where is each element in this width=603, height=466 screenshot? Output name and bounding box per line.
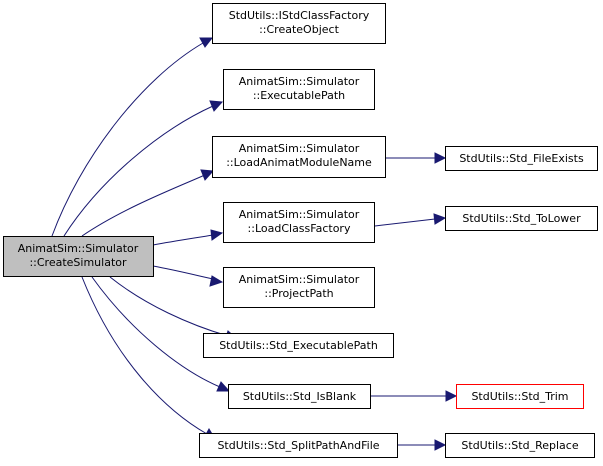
node-animatsim-simulator-loadanimatmodulename[interactable]: AnimatSim::Simulator ::LoadAnimatModuleN… — [212, 136, 386, 178]
arrowhead-load-animat-module-name — [200, 169, 215, 181]
arrowhead-std-trim — [445, 390, 458, 402]
edge-root-to-create-object — [51, 42, 204, 237]
node-line: AnimatSim::Simulator — [239, 273, 360, 286]
node-line: ::CreateObject — [259, 23, 339, 36]
arrowhead-create-object — [199, 37, 214, 48]
edge-load-class-factory-to-std-to-lower — [374, 218, 436, 227]
node-line: StdUtils::Std_Replace — [461, 439, 578, 452]
arrowhead-std-to-lower — [433, 213, 447, 225]
node-stdutils-std-replace[interactable]: StdUtils::Std_Replace — [445, 433, 595, 458]
arrowhead-executable-path — [209, 100, 224, 112]
node-line: StdUtils::Std_IsBlank — [243, 390, 357, 403]
edge-root-to-load-animat-module-name — [81, 174, 206, 237]
node-line: StdUtils::Std_ExecutablePath — [219, 339, 378, 352]
node-stdutils-std-isblank[interactable]: StdUtils::Std_IsBlank — [228, 384, 371, 409]
node-line: AnimatSim::Simulator — [18, 242, 139, 255]
node-stdutils-std-trim[interactable]: StdUtils::Std_Trim — [456, 384, 584, 409]
node-line: StdUtils::Std_Trim — [471, 390, 568, 403]
node-animatsim-simulator-loadclassfactory[interactable]: AnimatSim::Simulator ::LoadClassFactory — [223, 202, 375, 243]
node-stdutils-std-executablepath[interactable]: StdUtils::Std_ExecutablePath — [203, 333, 394, 358]
arrowhead-load-class-factory — [210, 229, 224, 241]
edge-root-to-project-path — [152, 265, 214, 280]
node-line: AnimatSim::Simulator — [239, 75, 360, 88]
edge-root-to-std-executable-path — [109, 276, 229, 337]
nodes: AnimatSim::Simulator ::CreateSimulator S… — [3, 3, 598, 458]
arrowhead-project-path — [209, 275, 224, 287]
node-line: ::LoadClassFactory — [248, 222, 351, 235]
node-animatsim-simulator-projectpath[interactable]: AnimatSim::Simulator ::ProjectPath — [223, 267, 375, 308]
edge-root-to-std-split-path-and-file — [81, 276, 208, 435]
node-line: StdUtils::Std_ToLower — [462, 212, 581, 225]
node-line: StdUtils::Std_SplitPathAndFile — [217, 439, 379, 452]
arrowhead-std-is-blank — [216, 381, 231, 392]
node-line: ::CreateSimulator — [29, 256, 127, 269]
node-line: StdUtils::IStdClassFactory — [229, 9, 370, 22]
edge-root-to-load-class-factory — [152, 234, 214, 246]
node-stdutils-std-tolower[interactable]: StdUtils::Std_ToLower — [445, 206, 598, 231]
edge-root-to-std-is-blank — [91, 276, 221, 388]
node-stdutils-istdclassfactory-createobject[interactable]: StdUtils::IStdClassFactory ::CreateObjec… — [212, 3, 386, 44]
node-line: AnimatSim::Simulator — [239, 208, 360, 221]
edge-root-to-executable-path — [63, 105, 214, 237]
node-line: ::ProjectPath — [264, 287, 333, 300]
node-line: ::LoadAnimatModuleName — [226, 156, 372, 169]
arrowhead-std-replace — [434, 439, 447, 451]
node-line: ::ExecutablePath — [253, 89, 345, 102]
node-animatsim-simulator-executablepath[interactable]: AnimatSim::Simulator ::ExecutablePath — [223, 69, 375, 110]
node-line: StdUtils::Std_FileExists — [459, 152, 584, 165]
node-animatsim-simulator-createsimulator[interactable]: AnimatSim::Simulator ::CreateSimulator — [3, 236, 154, 277]
node-stdutils-std-splitpathandfile[interactable]: StdUtils::Std_SplitPathAndFile — [199, 433, 398, 458]
node-line: AnimatSim::Simulator — [239, 142, 360, 155]
arrowhead-std-file-exists — [434, 152, 447, 164]
node-stdutils-std-fileexists[interactable]: StdUtils::Std_FileExists — [445, 146, 598, 171]
